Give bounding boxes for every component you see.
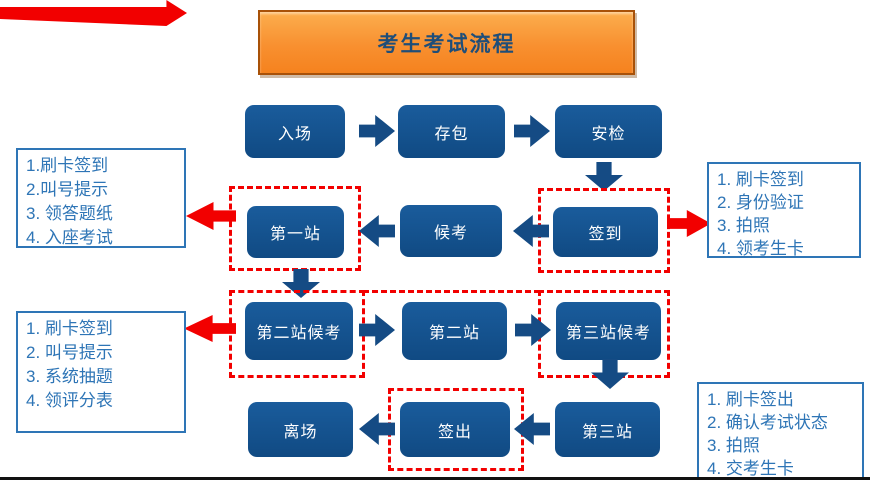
flow-node-sign-out: 签出 xyxy=(400,402,510,457)
callout-line: 3. 领答题纸 xyxy=(26,204,113,223)
flow-node-station-2: 第二站 xyxy=(402,302,507,360)
slide-bottom-border xyxy=(0,477,870,480)
callout-line: 1.刷卡签到 xyxy=(26,156,109,175)
callout-line: 1. 刷卡签到 xyxy=(26,319,113,338)
page-title: 考生考试流程 xyxy=(377,32,516,56)
flow-arrow-left-icon xyxy=(359,215,395,247)
callout-line: 4. 领考生卡 xyxy=(717,239,804,258)
callout-sign-out-steps: 1. 刷卡签出 2. 确认考试状态 3. 拍照 4. 交考生卡 xyxy=(697,382,864,480)
flow-node-enter: 入场 xyxy=(245,105,345,158)
callout-line: 2. 身份验证 xyxy=(717,193,804,212)
callout-station-1-steps: 1.刷卡签到 2.叫号提示 3. 领答题纸 4. 入座考试 xyxy=(16,148,186,248)
dashed-connector-line xyxy=(363,290,540,293)
flow-node-station-3: 第三站 xyxy=(555,402,660,457)
flow-node-station-3-wait: 第三站候考 xyxy=(556,302,661,360)
callout-line: 1. 刷卡签到 xyxy=(717,170,804,189)
title-banner: 考生考试流程 xyxy=(258,10,635,75)
callout-line: 3. 拍照 xyxy=(717,216,770,235)
flow-arrow-right-icon xyxy=(514,115,550,147)
long-red-arrow-icon xyxy=(0,0,187,26)
flow-arrow-right-icon xyxy=(359,115,395,147)
flow-node-store-bag: 存包 xyxy=(398,105,505,158)
callout-line: 4. 入座考试 xyxy=(26,228,113,247)
flow-arrow-down-icon xyxy=(585,162,623,191)
flow-node-wait-exam: 候考 xyxy=(400,205,502,257)
callout-line: 4. 领评分表 xyxy=(26,391,113,410)
callout-line: 4. 交考生卡 xyxy=(707,459,794,478)
callout-arrow-right-icon xyxy=(667,210,711,237)
callout-station-2-steps: 1. 刷卡签到 2. 叫号提示 3. 系统抽题 4. 领评分表 xyxy=(16,311,186,433)
callout-line: 2.叫号提示 xyxy=(26,180,109,199)
callout-line: 1. 刷卡签出 xyxy=(707,390,794,409)
callout-line: 3. 拍照 xyxy=(707,436,760,455)
callout-sign-in-steps: 1. 刷卡签到 2. 身份验证 3. 拍照 4. 领考生卡 xyxy=(707,162,861,258)
callout-line: 2. 确认考试状态 xyxy=(707,413,828,432)
flow-node-leave: 离场 xyxy=(248,402,353,457)
flow-node-station-1: 第一站 xyxy=(247,206,344,258)
flow-node-station-2-wait: 第二站候考 xyxy=(245,302,353,360)
flow-node-security-check: 安检 xyxy=(555,105,662,158)
callout-line: 3. 系统抽题 xyxy=(26,367,113,386)
callout-line: 2. 叫号提示 xyxy=(26,343,113,362)
flow-node-sign-in: 签到 xyxy=(553,207,658,257)
